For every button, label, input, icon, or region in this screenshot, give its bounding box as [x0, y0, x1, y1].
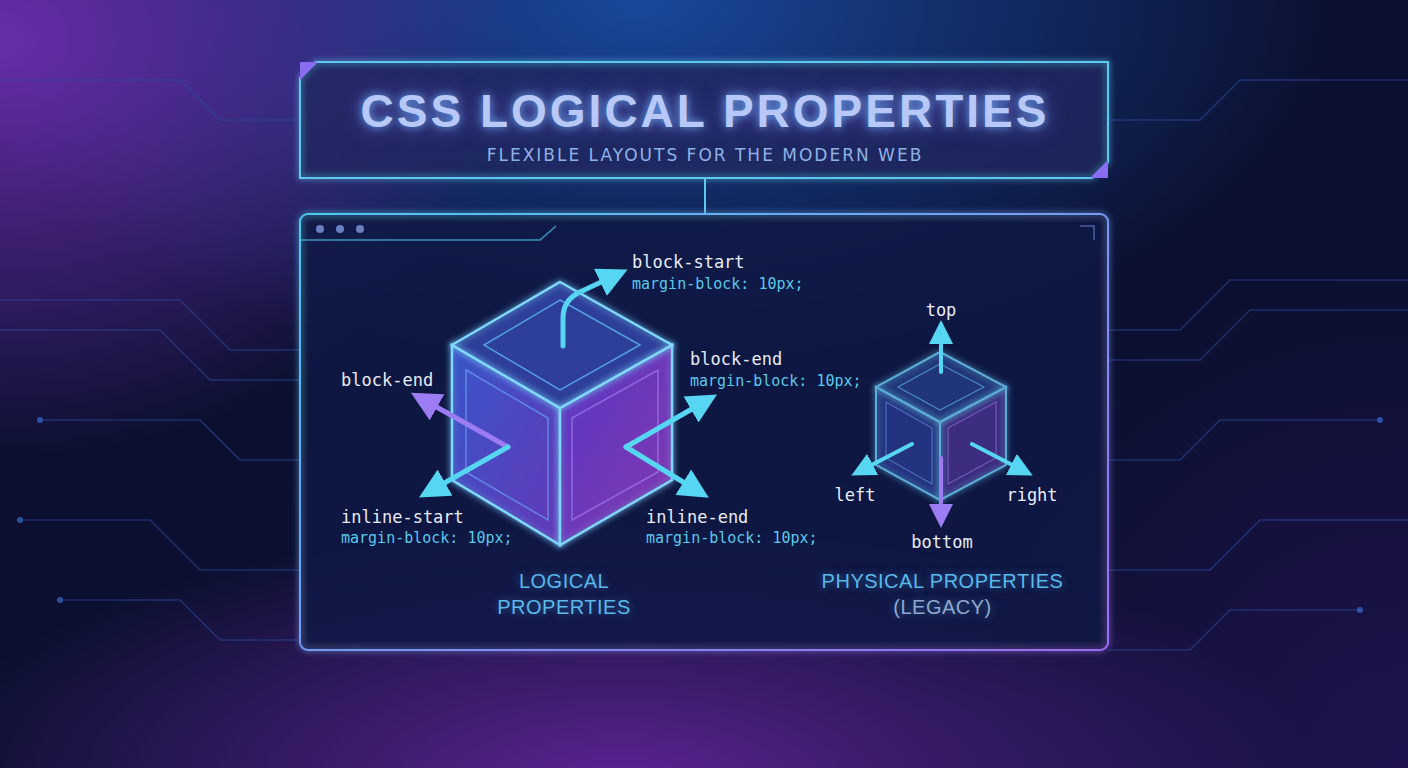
code-snippet: margin-block: 10px; [646, 529, 818, 547]
window-dots [316, 225, 364, 233]
node-box: LOGICAL PROPERTIES [444, 280, 684, 625]
direction-label: right [1006, 485, 1057, 505]
node-caption: PHYSICAL PROPERTIES [822, 568, 1064, 594]
direction-label: block-end [341, 370, 433, 390]
node-caption: (LEGACY) [893, 594, 991, 620]
window-corner [1080, 226, 1094, 240]
direction-label: left [835, 485, 876, 505]
browser-window [300, 214, 1108, 650]
direction-label: inline-start [341, 507, 464, 527]
direction-label: top [926, 300, 957, 320]
title-text: CSS LOGICAL PROPERTIES [361, 84, 1050, 138]
code-snippet: margin-block: 10px; [632, 275, 804, 293]
direction-label: block-start [632, 252, 745, 272]
physical-arrows [862, 332, 1022, 516]
node-caption: LOGICAL PROPERTIES [489, 568, 639, 620]
direction-label: bottom [911, 532, 972, 552]
direction-label: block-end [690, 349, 782, 369]
panel-corner [1090, 160, 1108, 178]
direction-label: inline-end [646, 507, 748, 527]
node-box: PHYSICAL PROPERTIES(LEGACY) [815, 345, 1070, 625]
panel-link [704, 178, 706, 214]
window-bar [300, 226, 556, 240]
panel-corner [300, 62, 318, 80]
title-panel [300, 62, 1108, 178]
subtitle: FLEXIBLE LAYOUTS FOR THE MODERN WEB [487, 145, 924, 165]
logical-arrows [424, 276, 704, 490]
code-snippet: margin-block: 10px; [341, 529, 513, 547]
code-snippet: margin-block: 10px; [690, 372, 862, 390]
